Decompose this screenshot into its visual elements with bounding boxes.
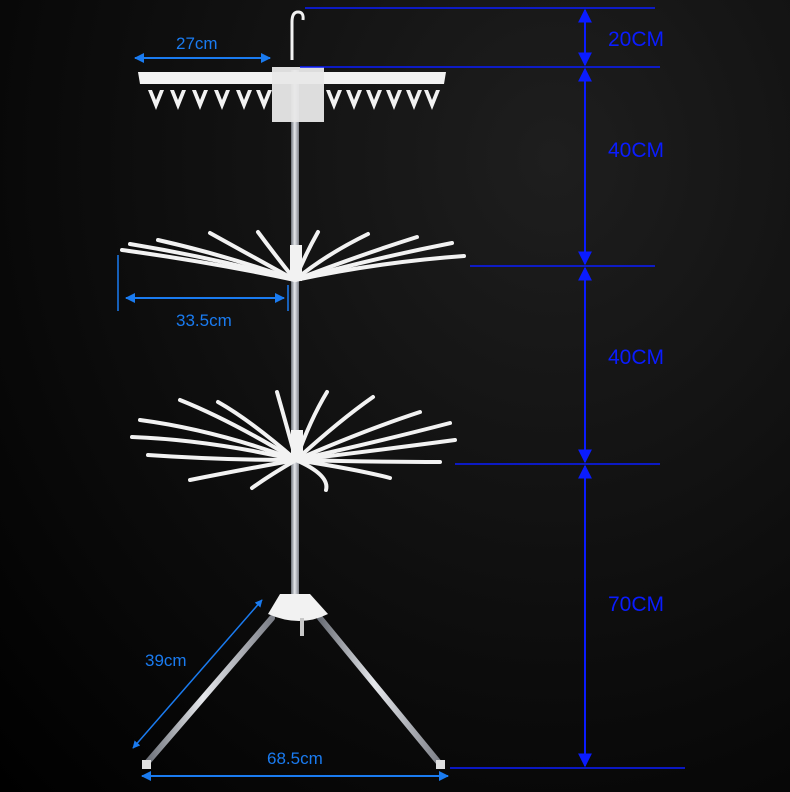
- tier3-spokes: [130, 390, 457, 492]
- dimension-label-tier2-radius: 33.5cm: [176, 311, 232, 330]
- dimension-label-tier3-to-floor: 70CM: [608, 593, 665, 616]
- tripod-base: [142, 594, 445, 769]
- vertical-dimension-lines: [300, 7, 685, 769]
- clip-bar: [138, 67, 446, 122]
- dimension-label-leg-length: 39cm: [145, 651, 187, 670]
- horizontal-dimension-lines: [117, 53, 449, 781]
- dimension-label-clip-arm: 27cm: [176, 34, 218, 53]
- hook: [290, 10, 305, 60]
- tier2-spokes: [120, 230, 466, 282]
- dimension-label-base-span: 68.5cm: [267, 749, 323, 768]
- dimension-label-hook: 20CM: [608, 28, 665, 51]
- dimension-label-tier2-to-tier3: 40CM: [608, 346, 665, 369]
- dimension-label-tier1-to-tier2: 40CM: [608, 139, 665, 162]
- central-pole: [291, 70, 299, 610]
